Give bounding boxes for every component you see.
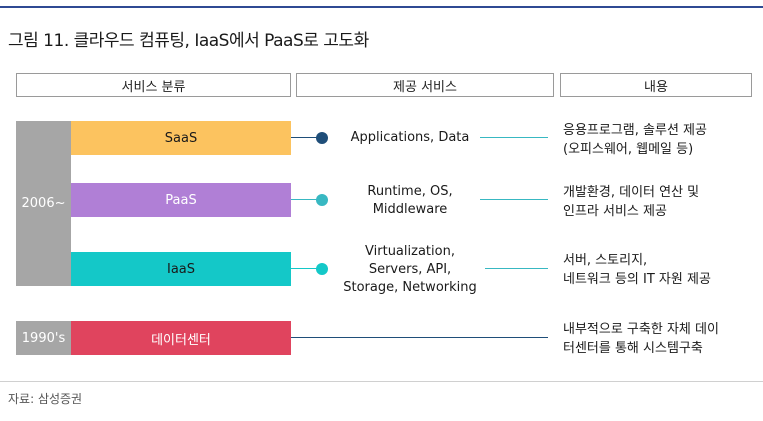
iaas-service-line-3: Storage, Networking [343, 280, 477, 295]
iaas-services: Virtualization, Servers, API, Storage, N… [330, 243, 490, 297]
era-1990s: 1990's [16, 321, 71, 355]
era-2006: 2006~ [16, 121, 71, 286]
datacenter-bar: 데이터센터 [71, 321, 291, 355]
paas-services: Runtime, OS, Middleware [330, 183, 490, 219]
saas-services: Applications, Data [330, 129, 490, 147]
iaas-dot [316, 263, 328, 275]
saas-description-line-1: 응용프로그램, 솔루션 제공 [563, 123, 707, 138]
saas-bar: SaaS [71, 121, 291, 155]
top-rule [0, 6, 763, 8]
saas-description: 응용프로그램, 솔루션 제공 (오피스웨어, 웹메일 등) [563, 121, 707, 159]
iaas-description-line-2: 네트워크 등의 IT 자원 제공 [563, 272, 711, 287]
paas-service-line-1: Runtime, OS, [367, 184, 453, 199]
datacenter-description-line-2: 터센터를 통해 시스템구축 [563, 341, 703, 356]
header-provided-services: 제공 서비스 [296, 73, 554, 97]
paas-description: 개발환경, 데이터 연산 및 인프라 서비스 제공 [563, 183, 699, 221]
paas-description-line-1: 개발환경, 데이터 연산 및 [563, 185, 700, 200]
datacenter-description-line-1: 내부적으로 구축한 자체 데이 [563, 322, 719, 337]
paas-service-line-2: Middleware [372, 202, 448, 217]
datacenter-description: 내부적으로 구축한 자체 데이 터센터를 통해 시스템구축 [563, 320, 719, 358]
iaas-connector-line [291, 268, 323, 269]
iaas-service-line-1: Virtualization, [365, 244, 455, 259]
source-note: 자료: 삼성증권 [8, 392, 83, 406]
iaas-service-line-2: Servers, API, [368, 262, 452, 277]
iaas-description-line [485, 268, 548, 269]
paas-bar: PaaS [71, 183, 291, 217]
header-content: 내용 [560, 73, 752, 97]
saas-description-line [480, 137, 548, 138]
bottom-rule [0, 381, 763, 382]
iaas-bar: IaaS [71, 252, 291, 286]
figure-title: 그림 11. 클라우드 컴퓨팅, IaaS에서 PaaS로 고도화 [8, 31, 369, 51]
paas-connector-line [291, 199, 323, 200]
saas-description-line-2: (오피스웨어, 웹메일 등) [563, 142, 694, 157]
saas-connector-line [291, 137, 323, 138]
header-service-category: 서비스 분류 [16, 73, 291, 97]
saas-service-line: Applications, Data [350, 130, 470, 145]
saas-dot [316, 132, 328, 144]
paas-dot [316, 194, 328, 206]
iaas-description: 서버, 스토리지, 네트워크 등의 IT 자원 제공 [563, 251, 711, 289]
datacenter-connector-line [291, 337, 548, 338]
paas-description-line [480, 199, 548, 200]
iaas-description-line-1: 서버, 스토리지, [563, 253, 648, 268]
paas-description-line-2: 인프라 서비스 제공 [563, 204, 667, 219]
